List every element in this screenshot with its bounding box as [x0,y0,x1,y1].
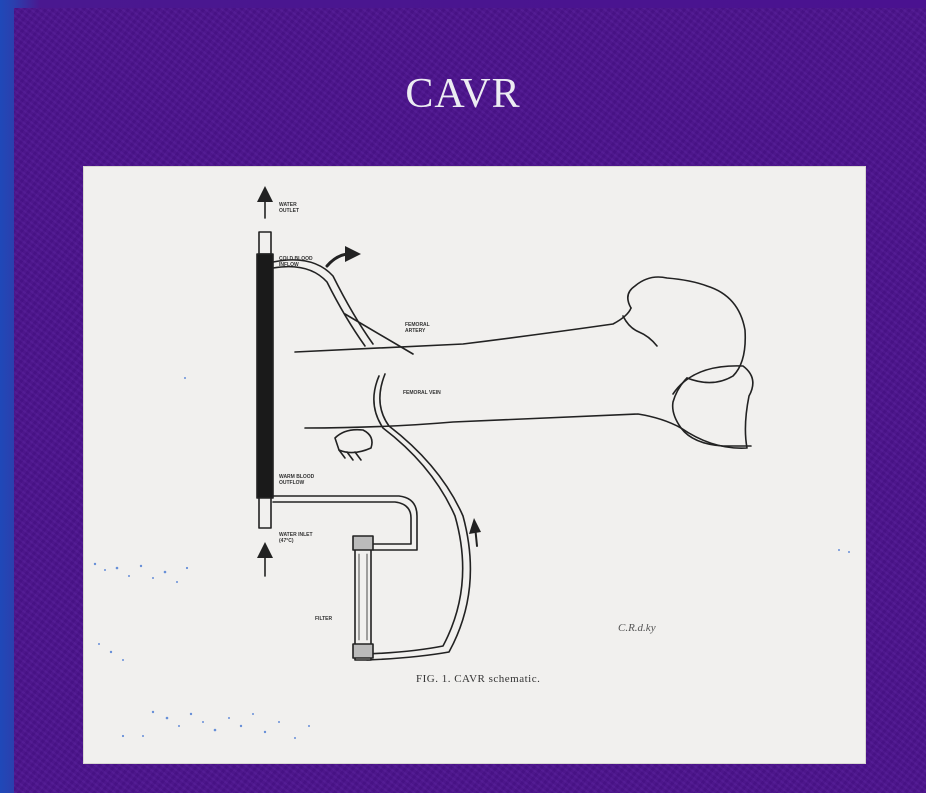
label-cold-blood-inflow: COLD BLOOD INFLOW [279,256,317,268]
author-signature: C.R.d.ky [618,622,656,634]
label-femoral-vein: FEMORAL VEIN [403,390,441,396]
label-water-outlet: WATER OUTLET [279,202,317,214]
heat-exchanger-bottom-cap [259,498,271,528]
label-femoral-artery: FEMORAL ARTERY [405,322,443,334]
femoral-vein-tube [367,376,463,654]
filter-bottom-cap [353,644,373,658]
inflow-arrowhead [345,246,361,262]
filter-top-cap [353,536,373,550]
water-inlet-arrowhead [257,542,273,558]
heat-exchanger-top-cap [259,232,271,254]
heat-exchanger-column [257,254,273,498]
label-filter: FILTER [315,616,353,622]
cavr-schematic-figure: WATER OUTLET COLD BLOOD INFLOW FEMORAL A… [83,166,866,764]
label-water-inlet: WATER INLET (47°C) [279,532,317,544]
filter-body [355,538,371,660]
return-arrowhead [469,518,481,534]
figure-caption: FIG. 1. CAVR schematic. [416,673,540,685]
pillow [673,366,753,448]
cold-blood-tube [273,260,373,344]
patient-face [623,316,657,346]
label-warm-blood-outflow: WARM BLOOD OUTFLOW [279,474,317,486]
patient-hand [335,430,372,453]
water-outlet-arrowhead [257,186,273,202]
cold-blood-tube-inner [273,267,365,346]
slide-title: CAVR [0,70,926,118]
